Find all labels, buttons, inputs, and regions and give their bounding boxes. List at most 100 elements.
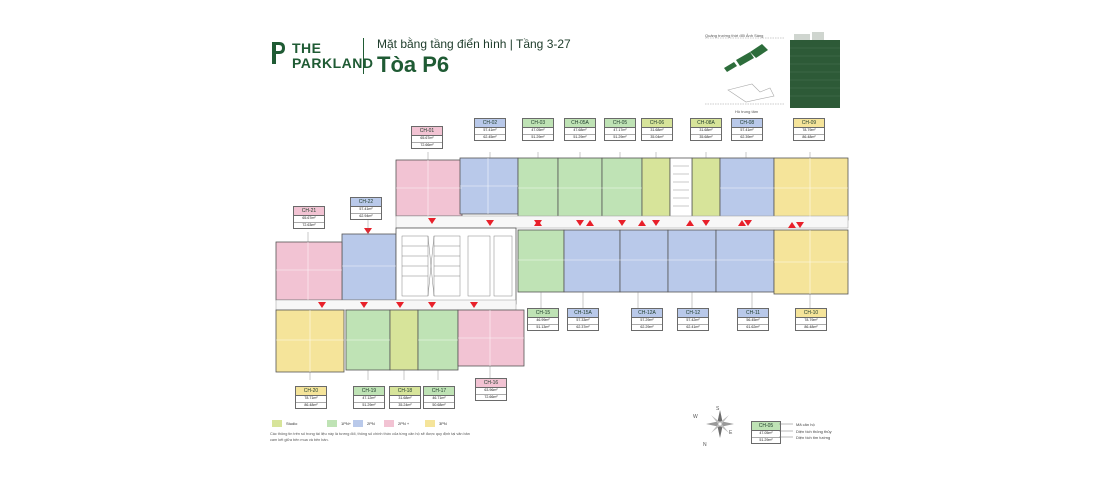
unit-net-area: 78.79m² [796,318,826,325]
unit-label-ch12a[interactable]: CH-12A 57.29m² 62.29m² [631,308,663,331]
unit-code: CH-06 [642,119,672,128]
unit-net-area: 65.67m² [294,216,324,223]
unit-gross-area: 51.29m² [531,134,545,139]
page-subtitle: Mặt bằng tầng điển hình | Tầng 3-27 [377,37,571,51]
unit-label-ch18[interactable]: CH-18 31.68m² 35.24m² [389,386,421,409]
compass-icon [706,410,734,438]
page-title: Tòa P6 [377,52,450,77]
unit-net-area: 63.96m² [476,388,506,395]
compass-west: W [693,414,698,420]
legend-label-2pn: 2PN [367,421,375,426]
unit-code: CH-16 [476,379,506,388]
brand-line-1: THE [292,40,322,56]
unit-net-area: 47.12m² [354,396,384,403]
unit-label-ch12[interactable]: CH-12 57.42m² 62.41m² [677,308,709,331]
sample-key-net-area: 47.05m² [752,431,780,438]
unit-block-ch06[interactable] [641,157,671,219]
unit-code: CH-15 [528,309,558,318]
unit-label-ch15a[interactable]: CH-15A 57.33m² 62.37m² [567,308,599,331]
unit-code: CH-12 [678,309,708,318]
unit-gross-area: 51.29m² [573,134,587,139]
unit-gross-area: 86.48m² [804,324,818,329]
unit-code: CH-20 [296,387,326,396]
unit-block-ch15a[interactable] [563,229,621,293]
unit-label-ch15[interactable]: CH-15 46.99m² 51.13m² [527,308,559,331]
unit-label-ch11[interactable]: CH-11 56.45m² 61.62m² [737,308,769,331]
legend-swatch-2pnplus [384,420,394,427]
unit-block-ch12[interactable] [667,229,717,293]
unit-code: CH-22 [351,198,381,207]
unit-net-area: 57.41m² [351,207,381,214]
keymap-plaza-label: Quảng trường thời đổi Ảnh Sáng [705,33,764,38]
unit-label-ch05[interactable]: CH-05 47.17m² 51.29m² [604,118,636,141]
sample-key-gross-desc: Diện tích tim tường [796,435,831,440]
unit-block-ch11[interactable] [715,229,775,293]
unit-gross-area: 61.62m² [746,324,760,329]
unit-code: CH-12A [632,309,662,318]
site-key-map [705,32,840,108]
sample-key-net-desc: Diện tích thông thủy [796,429,832,434]
unit-code: CH-11 [738,309,768,318]
unit-label-ch17[interactable]: CH-17 46.71m² 50.68m² [423,386,455,409]
unit-gross-area: 86.48m² [802,134,816,139]
unit-block-ch21[interactable] [275,241,343,301]
unit-label-ch02[interactable]: CH-02 57.41m² 62.45m² [474,118,506,141]
sample-key-code-desc: Mã căn hộ [796,422,815,427]
sample-key-code: CH-05 [752,422,780,431]
unit-net-area: 47.17m² [605,128,635,135]
compass-south: S [716,406,720,412]
unit-label-ch05a[interactable]: CH-05A 47.68m² 51.29m² [564,118,596,141]
sample-key-label: CH-05 47.05m² 51.29m² [751,421,781,444]
unit-net-area: 47.05m² [523,128,553,135]
unit-gross-area: 35.04m² [650,134,664,139]
unit-block-ch12a[interactable] [619,229,669,293]
unit-gross-area: 86.48m² [304,402,318,407]
unit-label-ch19[interactable]: CH-19 47.12m² 51.29m² [353,386,385,409]
unit-gross-area: 50.68m² [432,402,446,407]
unit-block-ch08a[interactable] [691,157,721,219]
legend-swatch-studio [272,420,282,427]
unit-code: CH-15A [568,309,598,318]
unit-code: CH-01 [412,127,442,136]
unit-code: CH-18 [390,387,420,396]
unit-block-ch15[interactable] [517,229,565,293]
unit-gross-area: 62.94m² [359,213,373,218]
legend-swatch-3pn [425,420,435,427]
unit-gross-area: 35.24m² [398,402,412,407]
unit-label-ch20[interactable]: CH-20 78.71m² 86.48m² [295,386,327,409]
unit-label-ch01[interactable]: CH-01 65.67m² 72.66m² [411,126,443,149]
compass-east: E [729,430,733,436]
unit-net-area: 57.41m² [732,128,762,135]
unit-gross-area: 62.29m² [640,324,654,329]
unit-label-ch22[interactable]: CH-22 57.41m² 62.94m² [350,197,382,220]
legend-label-3pn: 3PN [439,421,447,426]
unit-label-ch06[interactable]: CH-06 31.68m² 35.04m² [641,118,673,141]
unit-net-area: 57.41m² [475,128,505,135]
unit-code: CH-03 [523,119,553,128]
legend-swatch-2pn [353,420,363,427]
unit-net-area: 46.71m² [424,396,454,403]
unit-code: CH-21 [294,207,324,216]
unit-label-ch08[interactable]: CH-08 57.41m² 62.39m² [731,118,763,141]
unit-label-ch03[interactable]: CH-03 47.05m² 51.29m² [522,118,554,141]
header-divider [363,38,364,74]
unit-block-ch22[interactable] [341,233,397,301]
unit-label-ch21[interactable]: CH-21 65.67m² 72.63m² [293,206,325,229]
unit-label-ch16[interactable]: CH-16 63.96m² 72.66m² [475,378,507,401]
unit-block-ch09[interactable] [773,157,849,221]
unit-net-area: 31.68m² [642,128,672,135]
legend-swatch-1pn [327,420,337,427]
unit-net-area: 46.99m² [528,318,558,325]
unit-gross-area: 51.13m² [536,324,550,329]
unit-gross-area: 51.29m² [613,134,627,139]
unit-label-ch10[interactable]: CH-10 78.79m² 86.48m² [795,308,827,331]
unit-gross-area: 72.66m² [420,142,434,147]
unit-gross-area: 35.68m² [699,134,713,139]
unit-block-ch18[interactable] [389,309,419,371]
unit-label-ch08a[interactable]: CH-08A 31.68m² 35.68m² [690,118,722,141]
unit-label-ch09[interactable]: CH-09 78.79m² 86.48m² [793,118,825,141]
legend-label-1pn: 1PN+ [341,421,352,426]
sample-key-gross-area: 51.29m² [759,437,773,442]
unit-gross-area: 62.41m² [686,324,700,329]
unit-code: CH-17 [424,387,454,396]
